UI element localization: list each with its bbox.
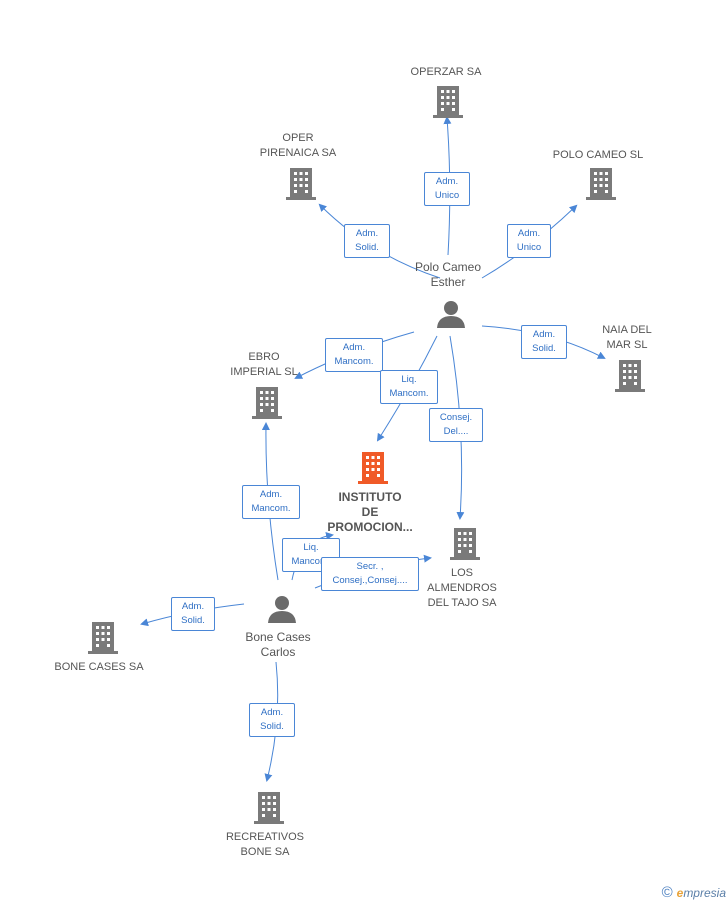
building-icon <box>252 387 282 419</box>
person-icon <box>268 596 296 623</box>
edge-label-almendros-bone: Secr. , Consej.,Consej.... <box>321 557 419 591</box>
node-label-recreativos-bone: RECREATIVOS BONE SA <box>225 831 305 858</box>
edge-label-polo-cameo-sl: Adm. Unico <box>507 224 551 258</box>
building-icon <box>88 622 118 654</box>
edge-label-oper-pirenaica: Adm. Solid. <box>344 224 390 258</box>
node-label-ebro-imperial: EBRO IMPERIAL SL <box>230 351 298 378</box>
edge-label-almendros-polo: Consej. Del.... <box>429 408 483 442</box>
building-icon-highlighted <box>358 452 388 484</box>
person-icon <box>437 301 465 328</box>
node-label-polo-cameo: Polo Cameo Esther <box>414 260 482 289</box>
node-label-operzar: OPERZAR SA <box>410 66 482 78</box>
brand-name: mpresia <box>683 886 726 900</box>
brand-initial: e <box>676 886 684 900</box>
brand-footer: ©empresia <box>662 884 726 901</box>
edge-label-naia: Adm. Solid. <box>521 325 567 359</box>
building-icon <box>433 86 463 118</box>
node-label-bone-cases: Bone Cases Carlos <box>245 630 311 659</box>
edge-label-bone-sa: Adm. Solid. <box>171 597 215 631</box>
node-label-instituto: INSTITUTO DE PROMOCION... <box>327 490 413 534</box>
edge-label-ebro-polo: Adm. Mancom. <box>325 338 383 372</box>
edge-label-recreativos: Adm. Solid. <box>249 703 295 737</box>
node-label-naia-del-mar: NAIA DEL MAR SL <box>602 324 652 351</box>
building-icon <box>615 360 645 392</box>
edge-label-operzar: Adm. Unico <box>424 172 470 206</box>
edge-label-ebro-bone: Adm. Mancom. <box>242 485 300 519</box>
node-label-bone-cases-sa: BONE CASES SA <box>54 661 144 673</box>
building-icon <box>254 792 284 824</box>
edge-label-instituto-polo: Liq. Mancom. <box>380 370 438 404</box>
building-icon <box>286 168 316 200</box>
building-icon <box>450 528 480 560</box>
node-label-los-almendros: LOS ALMENDROS DEL TAJO SA <box>427 567 497 609</box>
node-label-oper-pirenaica: OPER PIRENAICA SA <box>259 132 337 159</box>
copyright-icon: © <box>661 884 673 901</box>
node-label-polo-cameo-sl: POLO CAMEO SL <box>552 149 644 161</box>
building-icon <box>586 168 616 200</box>
